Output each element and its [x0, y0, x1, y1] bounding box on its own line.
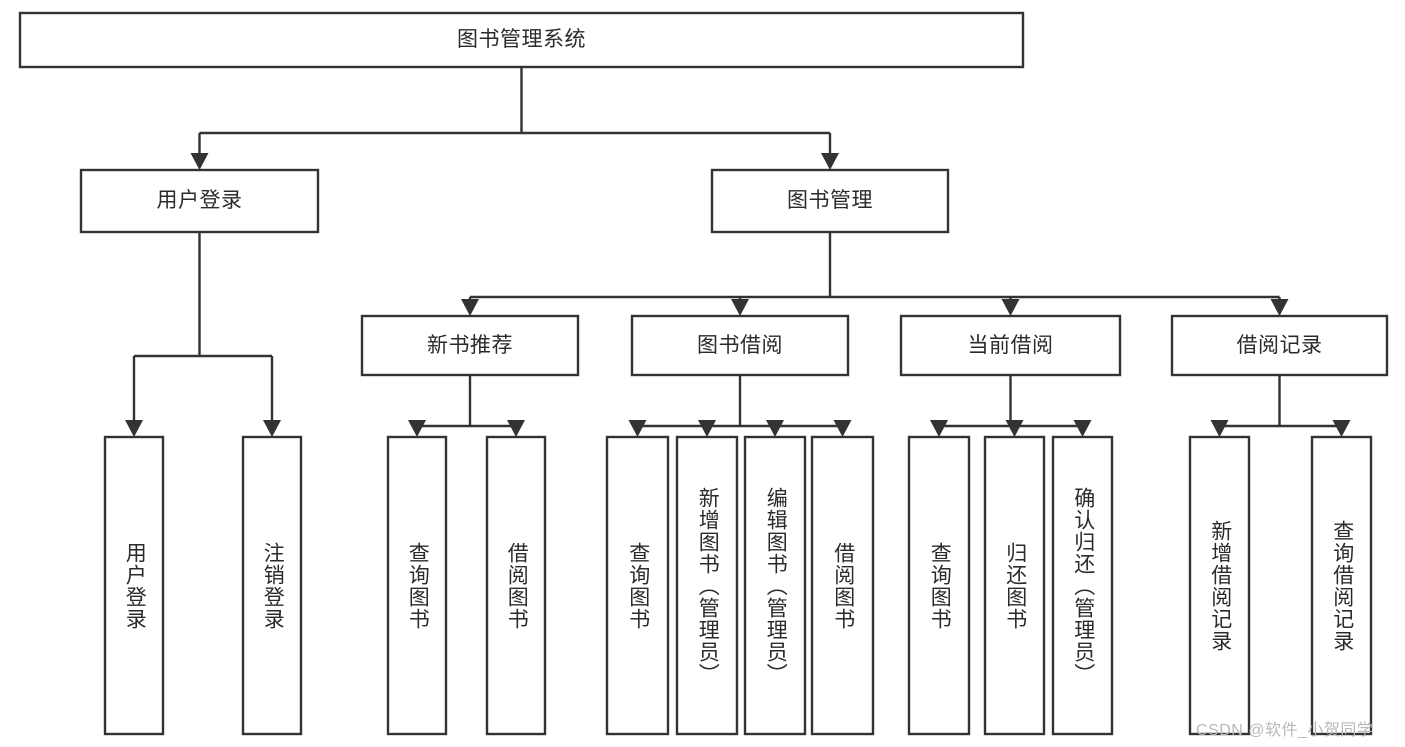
node-box-leaf-confirm-return-admin[interactable] [1051, 435, 1114, 736]
node-box-user-login[interactable] [79, 168, 320, 234]
arrow-head-book-manage [821, 153, 839, 170]
node-box-borrow-record[interactable] [1170, 314, 1389, 377]
arrow-head-leaf-add-borrow-record [1210, 420, 1229, 437]
node-box-leaf-add-borrow-record[interactable] [1188, 435, 1251, 736]
node-box-leaf-query-book-rec[interactable] [386, 435, 448, 736]
node-box-leaf-borrow-book[interactable] [810, 435, 875, 736]
node-box-leaf-query-book-borrow[interactable] [605, 435, 670, 736]
watermark-text: CSDN @软件_小贺同学 [1196, 722, 1374, 739]
node-box-leaf-query-book-current[interactable] [907, 435, 971, 736]
arrow-head-leaf-borrow-book-rec [507, 420, 525, 437]
node-box-root[interactable] [18, 11, 1025, 69]
arrow-head-leaf-logout-login [263, 420, 281, 437]
arrow-head-book-borrow [731, 299, 749, 316]
box-layer [18, 11, 1389, 736]
arrow-head-leaf-return-book [1005, 420, 1024, 437]
arrow-head-borrow-record [1270, 299, 1289, 316]
arrow-head-leaf-add-book-admin [698, 420, 716, 437]
node-box-leaf-user-login[interactable] [103, 435, 165, 736]
arrow-head-leaf-user-login [125, 420, 143, 437]
node-box-leaf-edit-book-admin[interactable] [743, 435, 807, 736]
node-box-book-borrow[interactable] [630, 314, 850, 377]
node-box-book-manage[interactable] [710, 168, 950, 234]
arrow-head-leaf-query-book-current [930, 420, 948, 437]
arrow-head-leaf-query-borrow-record [1332, 420, 1351, 437]
arrow-head-leaf-query-book-borrow [628, 420, 647, 437]
node-box-current-borrow[interactable] [899, 314, 1122, 377]
arrow-head-leaf-edit-book-admin [766, 420, 784, 437]
connector-layer [125, 67, 1351, 437]
arrow-head-new-book-recommend [461, 299, 479, 316]
arrow-head-leaf-query-book-rec [408, 420, 426, 437]
node-box-leaf-borrow-book-rec[interactable] [485, 435, 547, 736]
arrow-head-current-borrow [1001, 299, 1020, 316]
node-box-leaf-logout-login[interactable] [241, 435, 303, 736]
node-box-leaf-add-book-admin[interactable] [675, 435, 739, 736]
node-box-leaf-return-book[interactable] [983, 435, 1046, 736]
arrow-head-leaf-borrow-book [833, 420, 852, 437]
arrow-head-leaf-confirm-return-admin [1073, 420, 1092, 437]
node-box-new-book-recommend[interactable] [360, 314, 580, 377]
node-box-leaf-query-borrow-record[interactable] [1310, 435, 1373, 736]
arrow-head-user-login [190, 153, 209, 170]
